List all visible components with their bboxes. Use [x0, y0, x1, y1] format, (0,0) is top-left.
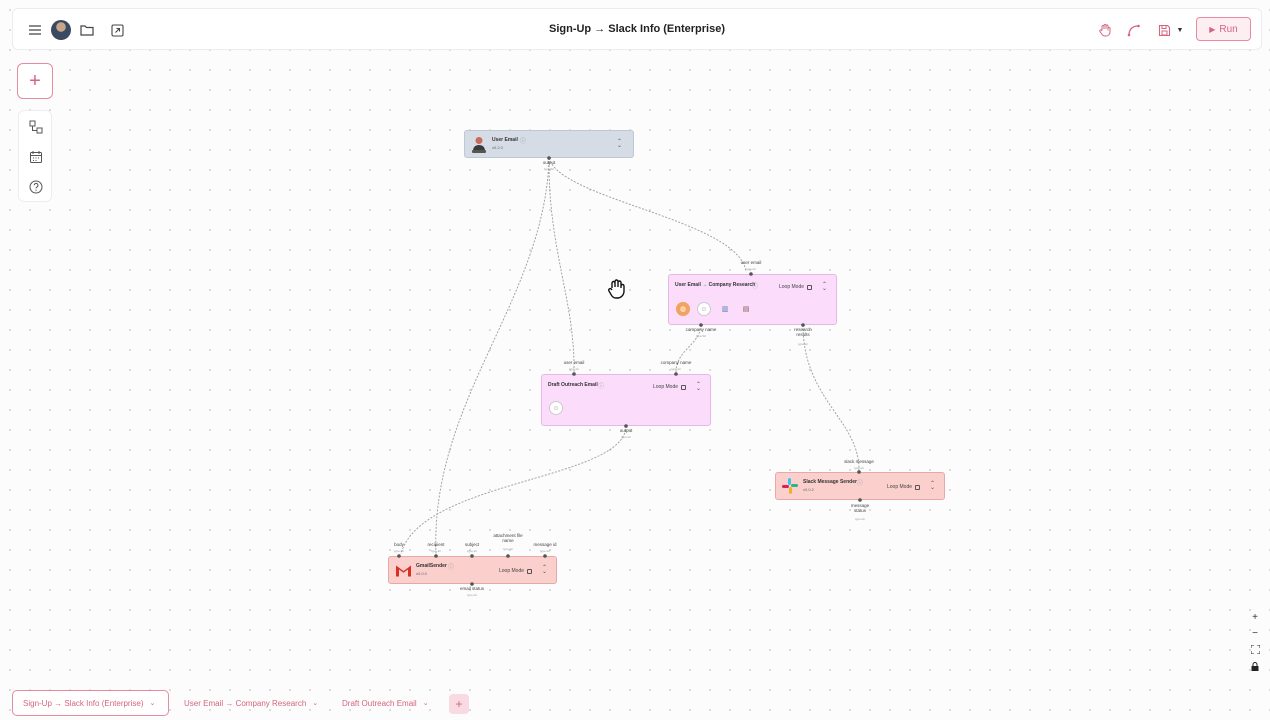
edge-research-to-slack [802, 324, 860, 472]
edge-user-to-research [548, 157, 747, 273]
port-type: type:str [431, 549, 441, 553]
port-label: user email [563, 360, 585, 365]
port-type: type:str [467, 549, 477, 553]
loop-mode-toggle[interactable]: Loop Mode [887, 484, 921, 490]
lock-icon[interactable] [1249, 660, 1261, 672]
chevron-down-icon: ⌄ [312, 700, 319, 707]
port-type: type:Str [695, 334, 707, 338]
port-label: research results [794, 327, 812, 337]
port-label: company name [685, 327, 717, 332]
robot-icon: ☺ [697, 302, 711, 316]
node-slack-message-sender[interactable]: Slack Message Sender ⓘ v0.0.2 Loop Mode … [775, 472, 945, 500]
expand-chevron-icon[interactable]: ⌃⌄ [930, 481, 936, 491]
info-icon: ⓘ [598, 384, 605, 390]
folder-icon[interactable] [77, 20, 97, 40]
port-label: subject [464, 542, 480, 547]
top-bar: Sign-Up → Slack Info (Enterprise) ▼ ▶ Ru… [12, 8, 1262, 50]
port-type: type:Str [543, 167, 555, 171]
port-label: output [542, 160, 556, 165]
add-node-button[interactable]: + [17, 63, 53, 99]
port-type: type:str [671, 367, 681, 371]
port-label: recipient [427, 542, 445, 547]
info-icon: ⓘ [857, 481, 864, 487]
workflow-icon[interactable] [27, 118, 45, 136]
port-label: slack message [844, 459, 874, 464]
port-type: type:str [798, 342, 808, 346]
port-label: message id [533, 542, 557, 547]
fit-view-button[interactable] [1249, 643, 1261, 655]
curve-icon[interactable] [1124, 20, 1144, 40]
port-label: attachment file name [493, 533, 523, 543]
loop-mode-toggle[interactable]: Loop Mode [499, 568, 533, 574]
run-button[interactable]: ▶ Run [1196, 17, 1251, 41]
edge-user-to-gmail-recipient [435, 157, 550, 555]
port-label: user email [740, 260, 762, 265]
port-label: message status [850, 503, 870, 513]
zoom-out-button[interactable]: − [1252, 627, 1258, 639]
loop-mode-toggle[interactable]: Loop Mode [779, 284, 813, 290]
expand-chevron-icon[interactable]: ⌃⌄ [617, 139, 623, 149]
info-icon: ⓘ [448, 565, 455, 571]
play-icon: ▶ [1209, 24, 1216, 34]
tab-draft-outreach-email[interactable]: Draft Outreach Email ⌄ [342, 698, 429, 708]
node-company-research[interactable]: User Email → Company Research ⓘ Loop Mod… [668, 274, 837, 325]
port-type: type:str [569, 367, 579, 371]
side-toolbox [18, 110, 52, 202]
tab-sign-up-slack-info[interactable]: Sign-Up → Slack Info (Enterprise) ⌄ [12, 690, 169, 716]
slack-icon [782, 478, 798, 494]
port-label: email status [459, 586, 485, 591]
node-gmail-sender[interactable]: GmailSender ⓘ v0.0.0 Loop Mode ⌃⌄ [388, 556, 557, 584]
globe-icon: ◍ [676, 302, 690, 316]
port-label: company name [660, 360, 692, 365]
info-icon: ⓘ [752, 284, 759, 290]
port-label: output [619, 428, 633, 433]
robot-icon: ☺ [549, 401, 563, 415]
port-label: body [394, 542, 404, 547]
zoom-in-button[interactable]: + [1252, 611, 1258, 623]
port-type: type:str [854, 466, 864, 470]
user-icon [472, 136, 486, 153]
port-type: type:str [540, 549, 550, 553]
expand-chevron-icon[interactable]: ⌃⌄ [822, 282, 828, 292]
node-draft-outreach-email[interactable]: Draft Outreach Email ⓘ Loop Mode ⌃⌄ ☺ [541, 374, 711, 426]
port-type: type:str [394, 549, 404, 553]
port-type: type:str [746, 267, 756, 271]
menu-icon[interactable] [25, 20, 45, 40]
add-tab-button[interactable]: + [449, 694, 469, 714]
port-type: type:str [621, 435, 631, 439]
chevron-down-icon[interactable]: ▼ [1176, 26, 1184, 34]
hand-icon[interactable] [1095, 20, 1115, 40]
expand-chevron-icon[interactable]: ⌃⌄ [542, 565, 548, 575]
external-link-icon[interactable] [107, 20, 127, 40]
chevron-down-icon: ⌄ [422, 700, 429, 707]
page-title: Sign-Up → Slack Info (Enterprise) [548, 23, 726, 35]
help-icon[interactable] [27, 178, 45, 196]
save-icon[interactable] [1154, 20, 1174, 40]
edge-user-to-draft [548, 157, 575, 373]
port-type: type:str [855, 517, 865, 521]
grab-cursor-icon [605, 277, 629, 301]
store-icon: ▤ [742, 306, 750, 313]
port-type: type:str [503, 547, 513, 551]
chevron-down-icon: ⌄ [149, 700, 156, 707]
gmail-icon [395, 564, 412, 577]
node-user-email[interactable]: User Email ⓘ v0.2.0 ⌃⌄ [464, 130, 634, 158]
building-icon: ▥ [721, 306, 729, 313]
info-icon: ⓘ [520, 139, 527, 145]
avatar[interactable] [51, 20, 71, 40]
calendar-icon[interactable] [27, 148, 45, 166]
loop-mode-toggle[interactable]: Loop Mode [653, 384, 687, 390]
expand-chevron-icon[interactable]: ⌃⌄ [696, 382, 702, 392]
port-type: type:str [467, 593, 477, 597]
tab-company-research[interactable]: User Email → Company Research ⌄ [184, 698, 319, 708]
